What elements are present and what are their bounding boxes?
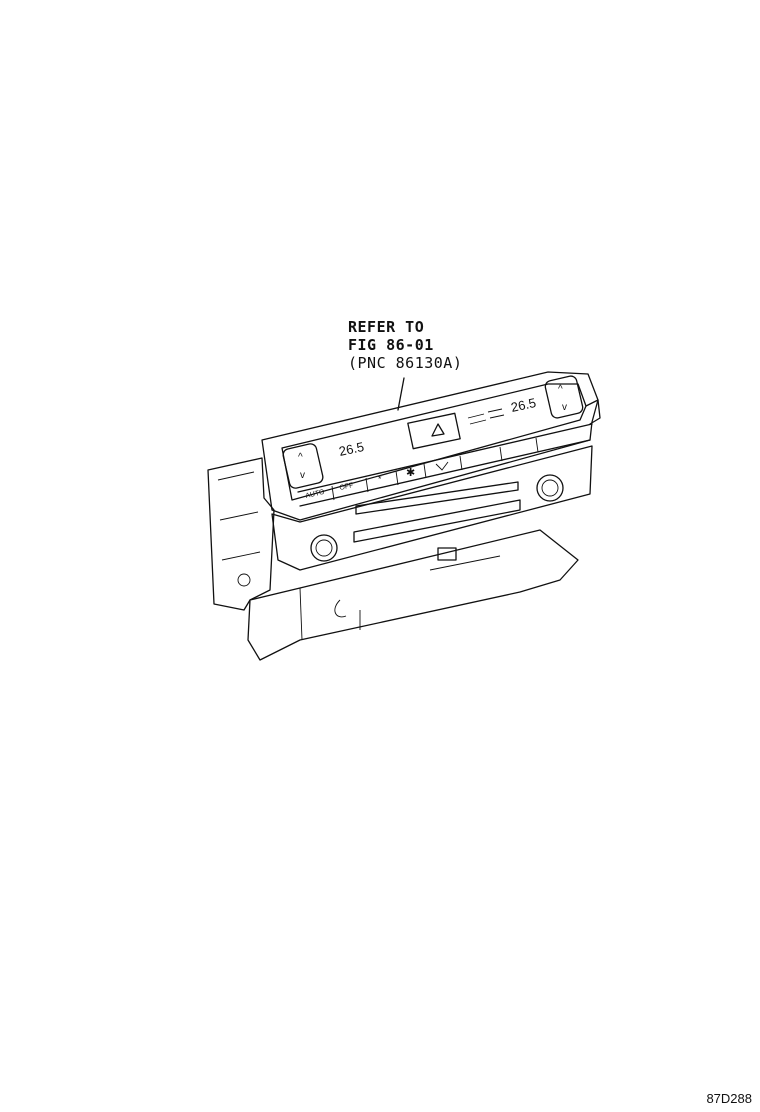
- right-knob: [536, 474, 564, 502]
- right-up-arrow-icon: ^: [558, 384, 563, 395]
- left-mounting-bracket: [207, 457, 275, 611]
- right-side-tab: [585, 399, 601, 425]
- defrost-icon: [435, 461, 449, 471]
- bracket-ribs: [217, 471, 261, 561]
- right-knob-inner: [541, 479, 559, 497]
- bracket-screw: [237, 573, 251, 587]
- button-dividers: [331, 437, 539, 501]
- left-temp-rocker: [282, 443, 324, 489]
- disc-slot-upper: [355, 481, 519, 515]
- callout-line-refer: REFER TO: [348, 318, 425, 336]
- reference-callout: REFER TO FIG 86-01 (PNC 86130A): [348, 318, 462, 372]
- lower-housing-details: [299, 555, 501, 641]
- right-temp-rocker: [544, 375, 584, 419]
- left-knob: [310, 534, 338, 562]
- hazard-triangle-icon: [431, 423, 445, 437]
- leader-line: [397, 377, 405, 411]
- right-temp-display: 26.5: [510, 395, 538, 415]
- left-knob-inner: [315, 539, 333, 557]
- callout-line-fig: FIG 86-01: [348, 336, 434, 354]
- hazard-button: [407, 412, 461, 450]
- auto-button: AUTO: [305, 489, 326, 500]
- button-row-frame: [297, 423, 593, 507]
- fan-low-icon: *: [378, 474, 382, 484]
- audio-panel: [271, 445, 593, 571]
- fan-high-icon: ✱: [406, 467, 415, 479]
- front-bezel: [261, 371, 599, 521]
- right-down-arrow-icon: v: [562, 402, 567, 413]
- mode-indicator-marks: [467, 408, 505, 425]
- disc-slot-lower: [353, 499, 521, 543]
- left-temp-display: 26.5: [338, 439, 366, 459]
- lower-housing: [247, 529, 579, 661]
- callout-line-pnc: (PNC 86130A): [348, 354, 463, 372]
- figure-code: 87D288: [706, 1091, 752, 1106]
- off-button: OFF: [339, 482, 354, 492]
- left-up-arrow-icon: ^: [298, 452, 303, 463]
- left-down-arrow-icon: v: [300, 470, 305, 481]
